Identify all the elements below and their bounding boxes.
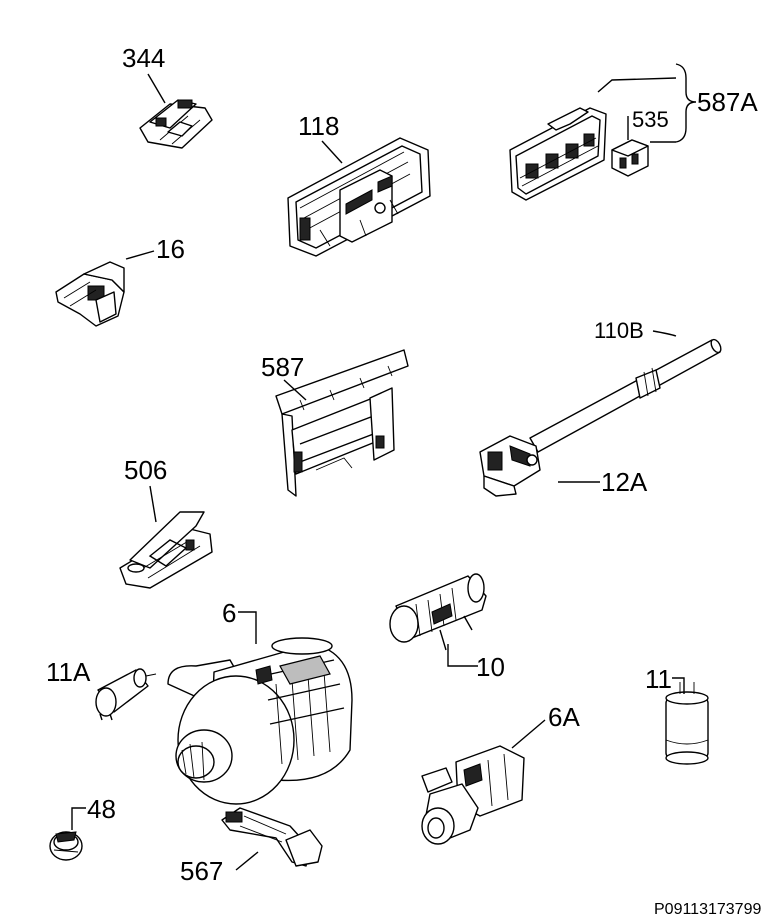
label-110B: 110B [594,318,644,343]
part-16-drawing [55,261,125,327]
label-10: 10 [476,652,505,682]
label-48: 48 [87,794,116,824]
label-6: 6 [222,598,236,628]
label-12A: 12A [601,467,648,497]
label-506: 506 [124,455,167,485]
part-344-drawing [139,99,213,149]
label-16: 16 [156,234,185,264]
part-110B-drawing [529,338,722,453]
part-118-drawing [287,137,431,257]
label-587: 587 [261,352,304,382]
label-11: 11 [645,664,672,694]
label-118: 118 [298,111,339,141]
part-6A-drawing [421,745,525,845]
label-587A: 587A [697,87,758,117]
part-48-drawing [49,831,83,861]
label-535: 535 [632,107,669,132]
part-587A-drawing [509,107,607,201]
part-535-drawing [611,139,649,177]
label-11A: 11A [46,657,91,687]
label-6A: 6A [548,702,580,732]
part-11-drawing [665,682,709,765]
part-12A-drawing [479,435,541,497]
label-344: 344 [122,43,165,73]
part-567-drawing [221,807,323,867]
part-10-drawing [389,573,487,651]
part-587-drawing [275,349,409,497]
label-567: 567 [180,856,223,886]
part-11A-drawing [95,668,157,721]
part-6-drawing [167,637,353,805]
part-506-drawing [119,511,213,589]
diagram-reference-code: P09113173799 [654,901,761,918]
